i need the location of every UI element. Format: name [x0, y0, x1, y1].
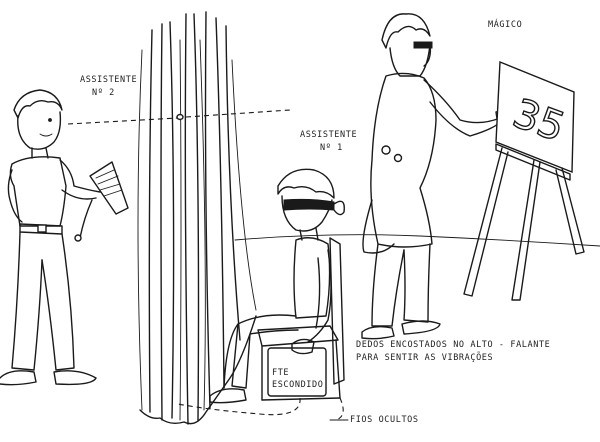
label-assistente-1: ASSISTENTE — [300, 130, 358, 140]
label-magico: MÁGICO — [488, 20, 523, 30]
label-dedos-2: PARA SENTIR AS VIBRAÇÕES — [356, 353, 494, 363]
curtain-peephole — [176, 113, 184, 121]
label-assistente-2: ASSISTENTE — [80, 75, 138, 85]
sight-line — [67, 109, 291, 125]
curtain — [137, 11, 257, 425]
label-assistente-2-num: Nº 2 — [92, 88, 115, 98]
assistant-2-figure — [0, 89, 129, 386]
label-fios-ocultos: FIOS OCULTOS — [350, 415, 419, 425]
magician-figure — [361, 13, 513, 340]
hidden-speaker — [267, 347, 327, 397]
label-escondido: ESCONDIDO — [272, 380, 324, 390]
assistant-1-figure — [209, 168, 345, 404]
label-dedos-1: DEDOS ENCOSTADOS NO ALTO - FALANTE — [356, 340, 551, 350]
easel — [463, 60, 585, 301]
label-fte: FTE — [272, 368, 290, 378]
label-assistente-1-num: Nº 1 — [320, 143, 343, 153]
hidden-wires — [177, 397, 344, 421]
display-board — [495, 60, 575, 174]
floor-horizon — [234, 234, 600, 247]
